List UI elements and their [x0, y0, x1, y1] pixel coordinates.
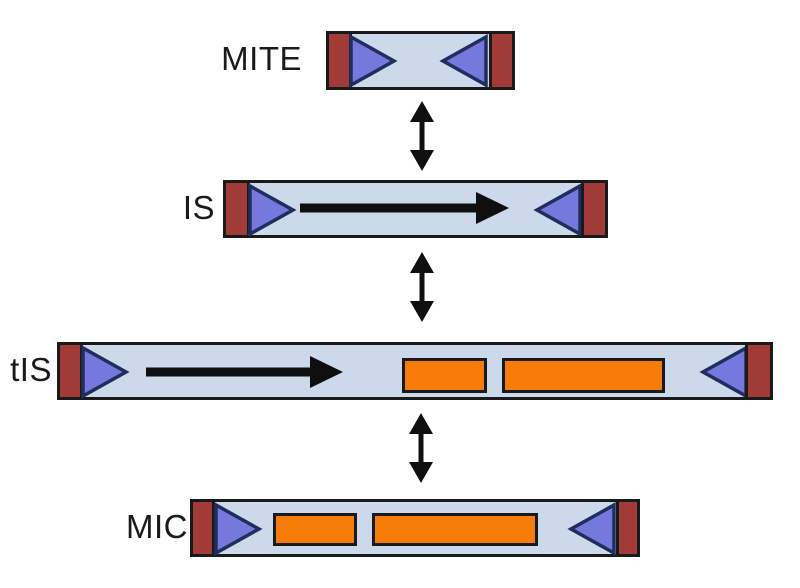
mic-element-bar: [190, 499, 640, 557]
tis-row: tIS: [0, 342, 800, 401]
terminal-cap-left: [57, 342, 83, 400]
terminal-cap-right: [489, 31, 515, 90]
mite-row: MITE: [0, 31, 800, 90]
mite-label: MITE: [221, 40, 302, 77]
interconversion-arrow-is-tis: [410, 252, 434, 322]
inverted-repeat-right-icon: [439, 34, 488, 88]
tis-label: tIS: [10, 351, 52, 388]
is-row: IS: [0, 180, 800, 239]
inverted-repeat-right-icon: [567, 502, 616, 556]
tis-element-bar: [57, 342, 773, 400]
inverted-repeat-left-icon: [248, 183, 297, 237]
terminal-cap-right: [581, 180, 608, 238]
terminal-cap-right: [745, 342, 773, 400]
cargo-gene-box-1: [273, 513, 357, 546]
cargo-gene-box-1: [402, 358, 487, 393]
mic-row: MIC: [0, 499, 800, 558]
inverted-repeat-right-icon: [533, 183, 582, 237]
interconversion-arrow-mite-is: [410, 101, 434, 171]
mic-label: MIC: [126, 508, 188, 545]
is-element-bar: [223, 180, 608, 238]
inverted-repeat-left-icon: [349, 34, 398, 88]
terminal-cap-left: [223, 180, 250, 238]
cargo-gene-box-2: [372, 513, 538, 546]
interconversion-arrow-tis-mic: [409, 413, 433, 483]
inverted-repeat-right-icon: [699, 345, 748, 399]
inverted-repeat-left-icon: [214, 502, 263, 556]
transposase-gene-arrow-icon: [146, 356, 343, 388]
inverted-repeat-left-icon: [81, 345, 130, 399]
mite-element-bar: [326, 31, 515, 90]
terminal-cap-right: [616, 499, 640, 557]
is-label: IS: [182, 189, 215, 226]
terminal-cap-left: [190, 499, 215, 557]
cargo-gene-box-2: [502, 358, 665, 393]
transposase-gene-arrow-icon: [300, 192, 509, 224]
